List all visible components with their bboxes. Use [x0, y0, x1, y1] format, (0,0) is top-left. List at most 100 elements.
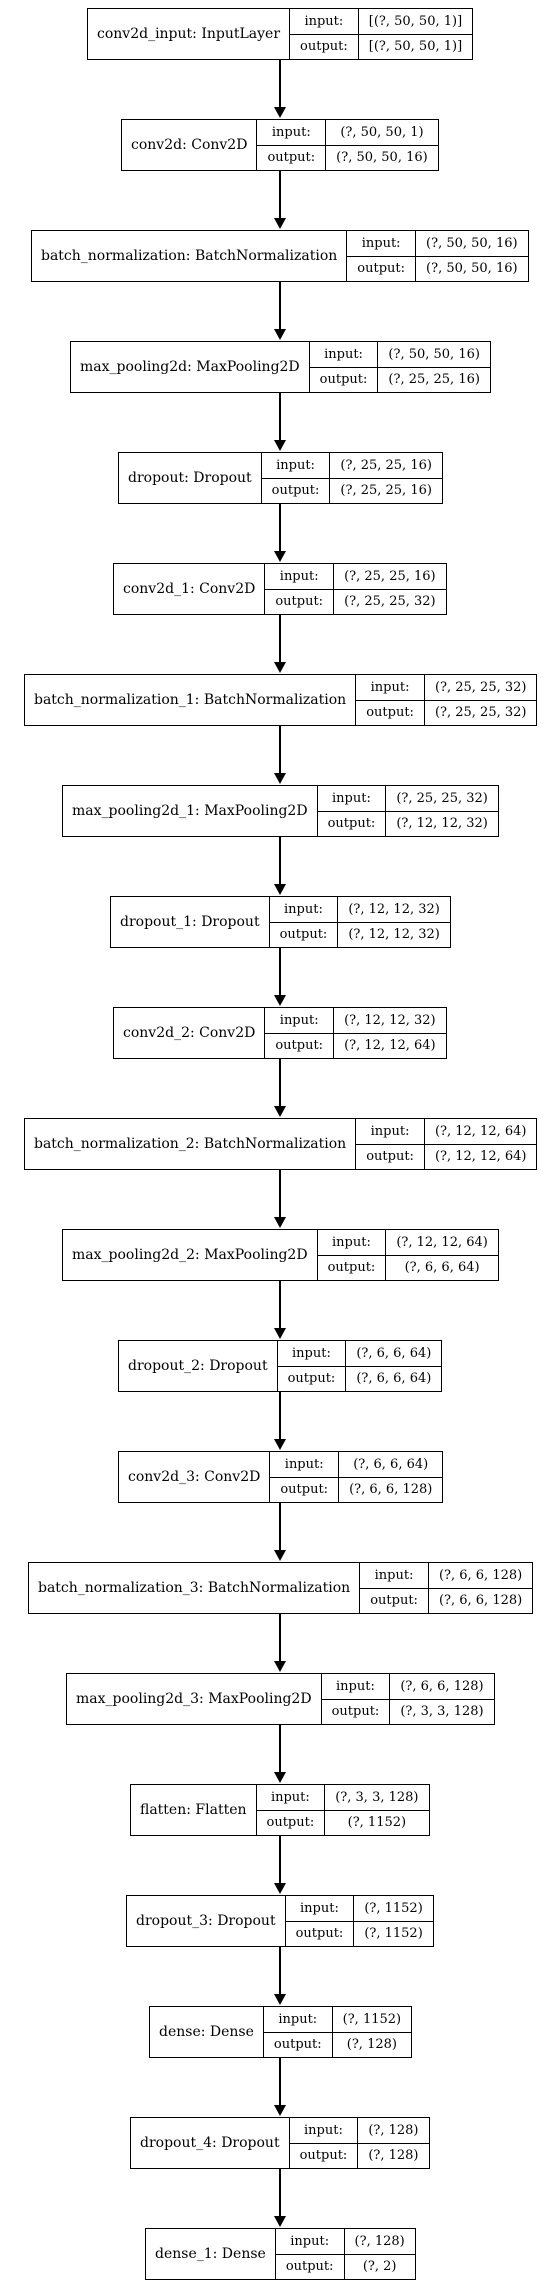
- input-shape: (?, 50, 50, 16): [378, 342, 490, 368]
- input-label: input:: [317, 786, 386, 812]
- flow-arrow: [274, 504, 286, 562]
- io-labels: input:output:: [261, 453, 331, 503]
- flow-arrow: [274, 1170, 286, 1228]
- output-shape: (?, 25, 25, 32): [434, 705, 527, 721]
- io-values: (?, 25, 25, 16) (?, 25, 25, 16): [330, 453, 442, 503]
- output-shape: (?, 6, 6, 64): [404, 1260, 480, 1276]
- layer-name: dropout_4: Dropout: [131, 2118, 290, 2168]
- flow-arrow: [274, 615, 286, 673]
- io-labels: input:output:: [263, 2007, 333, 2057]
- output-label: output:: [366, 705, 414, 721]
- output-label: output:: [275, 1038, 324, 1054]
- input-shape: (?, 25, 25, 32): [386, 786, 498, 812]
- io-labels: input:output:: [270, 1452, 340, 1502]
- layer-name: conv2d_1: Conv2D: [114, 564, 266, 614]
- flow-arrow: [274, 1725, 286, 1783]
- output-shape: (?, 3, 3, 128): [400, 1704, 484, 1720]
- flow-arrow: [274, 1281, 286, 1339]
- io-labels: input:output:: [317, 786, 387, 836]
- io-values: (?, 128) (?, 2): [344, 2229, 415, 2279]
- io-values: (?, 25, 25, 16)(?, 25, 25, 32): [334, 564, 446, 614]
- io-labels: input:output:: [360, 1563, 429, 1613]
- io-labels: input:output:: [277, 1341, 347, 1391]
- input-label: input:: [317, 1230, 386, 1256]
- input-label: input:: [289, 2118, 358, 2144]
- layer-name: max_pooling2d_3: MaxPooling2D: [67, 1674, 322, 1724]
- layer-name: batch_normalization_1: BatchNormalizatio…: [25, 675, 357, 725]
- flow-arrow: [274, 1392, 286, 1450]
- input-label: input:: [309, 342, 378, 368]
- io-labels: input:output:: [356, 1119, 425, 1169]
- layer-name: flatten: Flatten: [131, 1785, 257, 1835]
- output-shape: (?, 6, 6, 128): [349, 1482, 433, 1498]
- layer-name: dropout: Dropout: [119, 453, 262, 503]
- layer-name: dense_1: Dense: [146, 2229, 276, 2279]
- input-label: input:: [256, 1785, 325, 1811]
- layer-node: batch_normalization_2: BatchNormalizatio…: [24, 1118, 538, 1170]
- flow-arrow: [274, 948, 286, 1006]
- io-values: [(?, 50, 50, 1)][(?, 50, 50, 1)]: [358, 9, 473, 59]
- flow-arrow: [274, 171, 286, 229]
- input-label: input:: [356, 1119, 424, 1145]
- input-shape: (?, 6, 6, 128): [390, 1674, 494, 1700]
- output-shape: (?, 128): [346, 2037, 397, 2053]
- input-shape: (?, 128): [358, 2118, 429, 2144]
- io-labels: input:output:: [269, 897, 339, 947]
- layer-name: conv2d_input: InputLayer: [88, 9, 291, 59]
- io-values: (?, 6, 6, 64)(?, 6, 6, 64): [346, 1341, 442, 1391]
- input-shape: (?, 25, 25, 16): [330, 453, 442, 479]
- output-label: output:: [279, 927, 328, 943]
- output-label: output:: [327, 1260, 376, 1276]
- layer-name: batch_normalization_2: BatchNormalizatio…: [25, 1119, 357, 1169]
- output-label: output:: [267, 150, 316, 166]
- io-labels: input:output:: [290, 9, 359, 59]
- io-values: (?, 12, 12, 32)(?, 12, 12, 32): [338, 897, 450, 947]
- io-values: (?, 6, 6, 128)(?, 6, 6, 128): [428, 1563, 533, 1613]
- output-shape: (?, 6, 6, 128): [438, 1593, 523, 1609]
- io-values: (?, 25, 25, 32) (?, 25, 25, 32): [424, 675, 537, 725]
- io-labels: input:output:: [347, 231, 417, 281]
- io-values: (?, 6, 6, 128) (?, 3, 3, 128): [390, 1674, 494, 1724]
- input-shape: (?, 12, 12, 32): [334, 1008, 446, 1034]
- input-label: input:: [265, 1008, 334, 1034]
- input-label: input:: [257, 120, 326, 146]
- input-shape: (?, 128): [344, 2229, 415, 2255]
- layer-name: dropout_3: Dropout: [127, 1896, 286, 1946]
- input-shape: (?, 50, 50, 1): [326, 120, 438, 146]
- layer-name: conv2d_2: Conv2D: [114, 1008, 266, 1058]
- layer-name: conv2d_3: Conv2D: [119, 1452, 271, 1502]
- input-shape: (?, 6, 6, 64): [339, 1452, 443, 1478]
- output-shape: (?, 25, 25, 16): [340, 483, 432, 499]
- output-label: output:: [370, 1593, 418, 1609]
- io-labels: input: output:: [257, 120, 327, 170]
- input-shape: (?, 25, 25, 32): [424, 675, 537, 701]
- output-label: output:: [266, 1815, 315, 1831]
- flow-arrow: [274, 1947, 286, 2005]
- input-shape: [(?, 50, 50, 1)]: [358, 9, 473, 35]
- io-values: (?, 12, 12, 32)(?, 12, 12, 64): [334, 1008, 446, 1058]
- output-label: output:: [319, 372, 368, 388]
- output-shape: (?, 12, 12, 32): [396, 816, 488, 832]
- output-label: output:: [331, 1704, 380, 1720]
- io-labels: input:output:: [265, 564, 335, 614]
- flow-arrow: [274, 1503, 286, 1561]
- output-shape: (?, 6, 6, 64): [356, 1371, 432, 1387]
- flow-arrow: [274, 726, 286, 784]
- io-values: (?, 6, 6, 64) (?, 6, 6, 128): [339, 1452, 443, 1502]
- output-label: output:: [357, 261, 406, 277]
- input-shape: (?, 1152): [354, 1896, 433, 1922]
- output-shape: (?, 12, 12, 32): [348, 927, 440, 943]
- output-shape: (?, 2): [362, 2259, 397, 2275]
- input-label: input:: [275, 2229, 344, 2255]
- layer-name: dropout_2: Dropout: [119, 1341, 278, 1391]
